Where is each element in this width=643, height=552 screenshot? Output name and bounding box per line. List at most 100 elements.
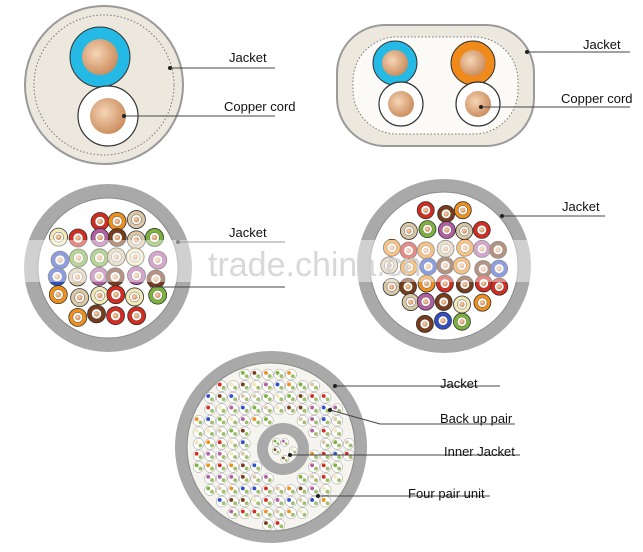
unit-pair: [302, 478, 307, 483]
unit-pair: [252, 474, 257, 479]
unit-pair: [221, 385, 226, 390]
unit-pair: [264, 417, 268, 422]
label-copper-cord: Copper cord: [561, 91, 633, 106]
wire-copper: [153, 276, 159, 282]
unit-outline: [273, 368, 286, 381]
unit-pair: [302, 512, 307, 517]
unit-pair: [198, 420, 203, 425]
wire-copper: [54, 273, 61, 280]
unit-pair: [298, 405, 303, 410]
unit-pair: [206, 486, 211, 491]
unit-pair: [229, 428, 234, 433]
unit-pair: [325, 443, 330, 448]
unit-pair: [321, 486, 326, 491]
wire-copper: [444, 227, 450, 233]
unit-pair: [264, 474, 268, 479]
wire-core: [399, 258, 418, 276]
unit-pair: [344, 440, 349, 445]
unit-pair: [252, 463, 257, 468]
unit-pair: [252, 405, 257, 410]
copper-core: [382, 50, 408, 76]
unit-pair: [233, 443, 238, 448]
wire-copper: [406, 228, 412, 234]
cable-diagram-4: Jacket: [357, 179, 605, 353]
unit-pair: [302, 420, 307, 425]
unit-outline: [262, 507, 274, 519]
unit-pair: [314, 466, 318, 471]
unit-pair: [290, 408, 295, 413]
unit-outline: [239, 415, 251, 427]
unit-pair: [217, 440, 222, 445]
wire-core: [49, 227, 68, 247]
unit-outline: [215, 472, 228, 485]
unit-pair: [321, 463, 326, 468]
unit-outline: [215, 426, 228, 439]
unit-pair: [290, 489, 295, 494]
unit-outline: [250, 472, 263, 485]
wire-core: [145, 228, 164, 247]
unit-outline: [319, 495, 332, 508]
unit-outline: [227, 495, 239, 508]
wire-copper: [55, 234, 62, 241]
unit-pair: [229, 486, 234, 491]
unit-pair: [210, 432, 214, 436]
unit-outline: [273, 507, 286, 519]
wire-copper: [133, 272, 140, 279]
unit-outline: [272, 438, 281, 447]
unit-pair: [333, 405, 338, 410]
wire-copper: [76, 294, 83, 301]
unit-pair: [233, 385, 238, 390]
unit-outline: [296, 472, 309, 485]
wire-copper: [424, 226, 431, 232]
unit-pair: [233, 408, 238, 413]
wire-core: [146, 269, 166, 289]
unit-pair: [198, 455, 203, 459]
unit-pair: [233, 512, 238, 517]
wire-copper: [462, 281, 468, 288]
unit-outline: [250, 403, 263, 415]
unit-outline: [308, 415, 320, 427]
unit-pair: [210, 420, 214, 425]
unit-pair: [210, 478, 214, 483]
leader-dot: [122, 114, 126, 118]
wire-copper: [132, 254, 138, 260]
unit-pair: [337, 432, 342, 436]
unit-pair: [276, 442, 280, 445]
unit-outline: [239, 426, 251, 439]
unit-pair: [206, 474, 211, 479]
wire-copper: [496, 265, 502, 272]
unit-pair: [210, 489, 214, 494]
wire-copper: [442, 246, 449, 252]
unit-outline: [215, 484, 228, 496]
unit-pair: [290, 385, 295, 390]
leader-dot: [328, 408, 332, 412]
wire-copper: [74, 314, 81, 321]
unit-pair: [210, 408, 214, 413]
unit-outline: [250, 507, 263, 519]
unit-outline: [285, 484, 297, 496]
unit-outline: [215, 461, 228, 473]
unit-pair: [302, 489, 307, 494]
four-pair-units: [192, 368, 355, 531]
unit-pair: [233, 420, 238, 425]
wire-copper: [405, 283, 411, 290]
wire-copper: [479, 246, 485, 252]
unit-outline: [280, 438, 290, 447]
unit-pair: [290, 501, 295, 506]
wire-core: [106, 247, 126, 267]
leader-dot: [176, 240, 180, 244]
unit-outline: [192, 438, 205, 450]
unit-outline: [227, 438, 239, 450]
wire-core: [148, 285, 168, 305]
unit-outline: [280, 454, 290, 464]
wire-core: [453, 295, 471, 314]
unit-outline: [272, 446, 281, 456]
unit-outline: [239, 380, 251, 392]
unit-pair: [217, 417, 222, 422]
unit-pair: [198, 432, 203, 436]
unit-pair: [217, 474, 222, 479]
unit-pair: [210, 443, 214, 448]
unit-pair: [275, 509, 280, 514]
unit-pair: [284, 442, 288, 445]
